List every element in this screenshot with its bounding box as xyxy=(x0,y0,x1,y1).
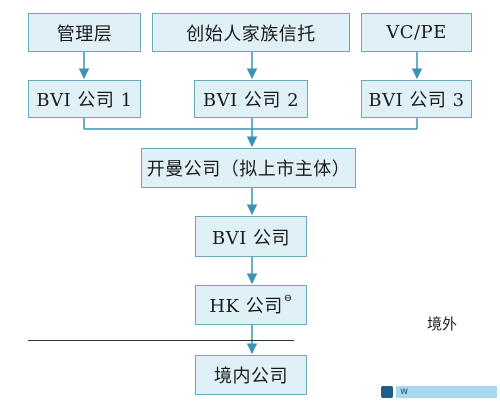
offshore-label: 境外 xyxy=(427,315,458,333)
node-cayman-listing-entity-label: 开曼公司（拟上市主体） xyxy=(146,159,351,180)
node-bvi-3: BVI 公司 3 xyxy=(361,80,472,118)
node-founder-family-trust: 创始人家族信托 xyxy=(152,13,350,52)
node-hk-company: HK 公司⊖ xyxy=(195,285,307,325)
node-domestic-company: 境内公司 xyxy=(195,355,307,395)
node-management-label: 管理层 xyxy=(56,23,113,45)
node-founder-family-trust-label: 创始人家族信托 xyxy=(186,23,316,45)
hk-company-footnote-mark: ⊖ xyxy=(283,292,293,304)
watermark-text: w xyxy=(396,386,497,398)
node-bvi-company: BVI 公司 xyxy=(195,216,307,257)
node-bvi-2: BVI 公司 2 xyxy=(194,80,308,118)
node-cayman-listing-entity: 开曼公司（拟上市主体） xyxy=(141,148,356,188)
node-hk-company-label: HK 公司 xyxy=(209,296,283,317)
node-bvi-2-label: BVI 公司 2 xyxy=(202,90,300,111)
node-bvi-company-label: BVI 公司 xyxy=(211,227,291,249)
node-management: 管理层 xyxy=(28,13,141,52)
node-vc-pe: VC/PE xyxy=(361,13,472,52)
node-vc-pe-label: VC/PE xyxy=(386,22,447,43)
offshore-boundary-line xyxy=(28,340,294,341)
node-bvi-1-label: BVI 公司 1 xyxy=(36,90,133,111)
node-bvi-1: BVI 公司 1 xyxy=(28,80,141,118)
watermark-logo-icon xyxy=(381,386,393,398)
node-domestic-company-label: 境内公司 xyxy=(214,366,288,387)
watermark: w xyxy=(381,384,497,400)
node-bvi-3-label: BVI 公司 3 xyxy=(368,90,465,111)
